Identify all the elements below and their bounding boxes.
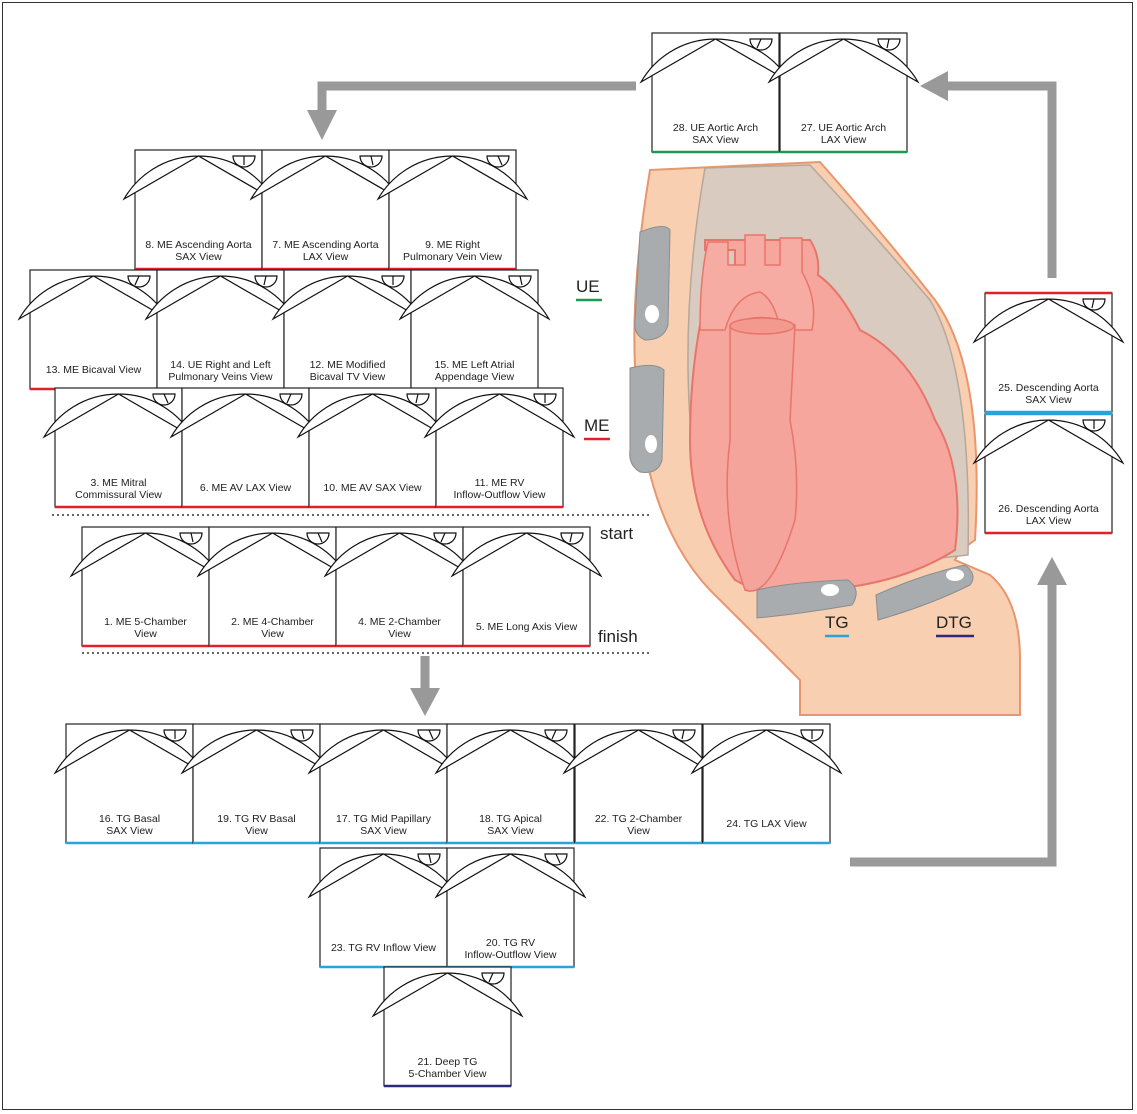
view-label-line1: 16. TG Basal [99, 813, 160, 825]
view-tile: 9. ME RightPulmonary Vein View [378, 150, 527, 269]
view-label-line2: Bicaval TV View [310, 371, 386, 383]
view-label-line2: SAX View [106, 825, 153, 837]
view-label-line2: Pulmonary Veins View [168, 371, 273, 383]
view-label-line1: 3. ME Mitral [90, 477, 146, 489]
view-label-line1: 25. Descending Aorta [998, 382, 1099, 394]
view-label-line1: 9. ME Right [425, 239, 480, 251]
view-label-line2: LAX View [303, 251, 349, 263]
view-label-line2: Inflow-Outflow View [453, 489, 545, 501]
view-label-line2: SAX View [360, 825, 407, 837]
view-label-line2: View [134, 628, 157, 640]
view-label-line2: View [388, 628, 411, 640]
level-label-finish: finish [598, 627, 638, 646]
arrow-head-desc-to-ue [920, 71, 948, 101]
view-label-line1: 2. ME 4-Chamber [231, 616, 314, 628]
view-label-line1: 17. TG Mid Papillary [336, 813, 432, 825]
view-label-line1: 26. Descending Aorta [998, 503, 1099, 515]
view-label-line1: 8. ME Ascending Aorta [145, 239, 251, 251]
view-label-line1: 11. ME RV [475, 477, 525, 489]
view-tile: 23. TG RV Inflow View [309, 848, 458, 967]
view-label-line2: View [627, 825, 650, 837]
view-tile: 5. ME Long Axis View [452, 527, 601, 646]
view-label-line1: 24. TG LAX View [726, 818, 807, 830]
view-label-line2: Appendage View [435, 371, 515, 383]
view-tile: 24. TG LAX View [692, 724, 841, 843]
view-tile: 18. TG ApicalSAX View [436, 724, 585, 843]
view-tile: 27. UE Aortic ArchLAX View [769, 33, 918, 152]
view-label-line1: 7. ME Ascending Aorta [272, 239, 378, 251]
arrow-ue-to-me [322, 86, 636, 115]
view-label-line1: 21. Deep TG [418, 1056, 478, 1068]
view-label-line2: SAX View [692, 134, 739, 146]
view-tiles: 28. UE Aortic ArchSAX View27. UE Aortic … [19, 33, 1123, 1086]
view-tile: 20. TG RVInflow-Outflow View [436, 848, 585, 967]
view-label-line1: 14. UE Right and Left [170, 359, 270, 371]
view-label-line1: 19. TG RV Basal [217, 813, 295, 825]
view-label-line1: 10. ME AV SAX View [323, 482, 422, 494]
view-label-line2: 5-Chamber View [408, 1068, 486, 1080]
view-label-line2: Pulmonary Vein View [403, 251, 502, 263]
aortic-root [730, 318, 794, 334]
probe-me [630, 365, 664, 472]
view-label-line1: 18. TG Apical [479, 813, 542, 825]
arrow-head-tg-to-dtg [1037, 557, 1067, 585]
level-label-me: ME [584, 416, 610, 435]
view-label-line1: 12. ME Modified [310, 359, 386, 371]
view-label-line1: 6. ME AV LAX View [200, 482, 292, 494]
view-label-line1: 22. TG 2-Chamber [595, 813, 683, 825]
view-label-line1: 27. UE Aortic Arch [801, 122, 886, 134]
view-label-line2: Inflow-Outflow View [464, 949, 556, 961]
arrow-head-me-to-tg [410, 688, 440, 716]
view-tile: 10. ME AV SAX View [298, 388, 447, 507]
view-label-line2: LAX View [1026, 515, 1072, 527]
view-label-line1: 15. ME Left Atrial [435, 359, 515, 371]
level-label-start: start [600, 524, 633, 543]
view-label-line2: View [261, 628, 284, 640]
arrow-head-ue-to-me [307, 110, 337, 140]
view-label-line1: 5. ME Long Axis View [476, 621, 578, 633]
view-label-line1: 20. TG RV [486, 937, 535, 949]
view-tile: 11. ME RVInflow-Outflow View [425, 388, 574, 507]
level-label-dtg: DTG [936, 613, 972, 632]
view-label-line2: Commissural View [75, 489, 162, 501]
view-label-line2: SAX View [1025, 394, 1072, 406]
view-label-line2: SAX View [175, 251, 222, 263]
heart-esophagus-illustration [630, 162, 1020, 715]
view-label-line1: 23. TG RV Inflow View [331, 942, 436, 954]
arrow-desc-to-ue [948, 86, 1052, 278]
view-label-line1: 4. ME 2-Chamber [358, 616, 441, 628]
view-label-line2: View [245, 825, 268, 837]
view-label-line1: 13. ME Bicaval View [46, 364, 142, 376]
view-label-line2: LAX View [821, 134, 867, 146]
view-label-line1: 28. UE Aortic Arch [673, 122, 758, 134]
view-label-line2: SAX View [487, 825, 534, 837]
view-tile: 21. Deep TG5-Chamber View [373, 967, 522, 1086]
view-label-line1: 1. ME 5-Chamber [104, 616, 187, 628]
view-tile: 6. ME AV LAX View [171, 388, 320, 507]
level-label-ue: UE [576, 277, 600, 296]
level-label-tg: TG [825, 613, 849, 632]
view-tile: 13. ME Bicaval View [19, 270, 168, 389]
